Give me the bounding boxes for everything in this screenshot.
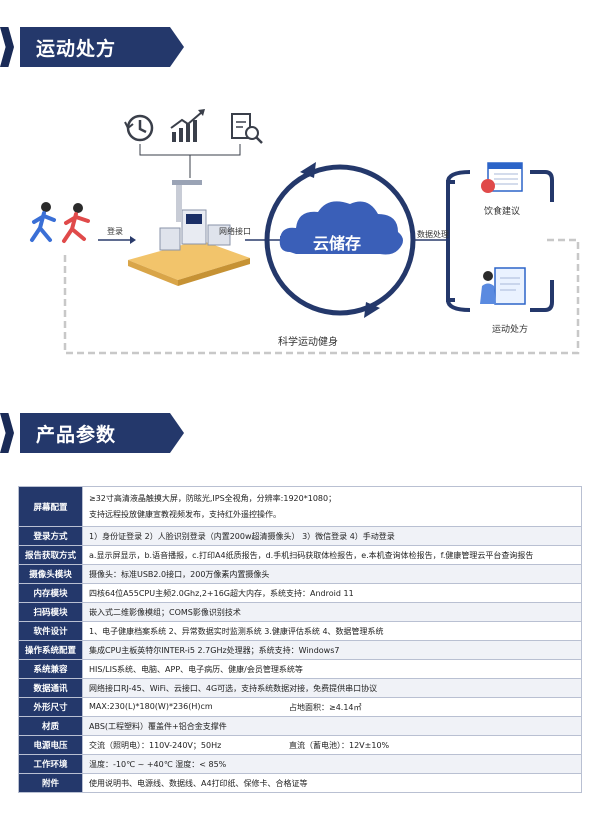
table-row: 扫码模块 嵌入式二维影像模组；COMS影像识别技术 [18, 602, 582, 622]
spec-key: 软件设计 [18, 621, 83, 641]
spec-key: 屏幕配置 [18, 486, 83, 527]
section-title: 运动处方 [36, 38, 117, 60]
section-banner-params: 产品参数 [0, 413, 184, 453]
table-row: 工作环境 温度：-10℃ ~ +40℃ 湿度：< 85% [18, 754, 582, 774]
table-row: 登录方式 1）身份证登录 2）人脸识别登录（内置200w超清摄像头） 3）微信登… [18, 526, 582, 546]
diet-advice-label: 饮食建议 [484, 207, 521, 217]
table-row: 软件设计 1、电子健康档案系统 2、异常数据实时监测系统 3.健康评估系统 4、… [18, 621, 582, 641]
spec-value: 网络接口RJ-45、WiFi、云接口、4G可选，支持系统数据对接，免费提供串口协… [82, 678, 582, 698]
table-row: 系统兼容 HIS/LIS系统、电脑、APP、电子病历、健康/会员管理系统等 [18, 659, 582, 679]
spec-value-part: 交流（照明电）：110V-240V；50Hz [89, 740, 222, 750]
spec-value: 1）身份证登录 2）人脸识别登录（内置200w超清摄像头） 3）微信登录 4）手… [82, 526, 582, 546]
table-row: 摄像头模块 摄像头：标准USB2.0接口，200万像素内置摄像头 [18, 564, 582, 584]
spec-value: MAX:230(L)*180(W)*236(H)cm 占地面积：≥4.14㎡ [82, 697, 582, 717]
growth-chart-icon [170, 109, 205, 142]
spec-value: ≥32寸高清液晶触摸大屏，防眩光,IPS全视角，分辨率:1920*1080； 支… [82, 486, 582, 527]
calendar-diet-icon [481, 162, 523, 193]
cloud-storage-label: 云储存 [313, 234, 362, 253]
exercise-prescription-label: 运动处方 [492, 325, 529, 335]
spec-value: HIS/LIS系统、电脑、APP、电子病历、健康/会员管理系统等 [82, 659, 582, 679]
banner-accent [0, 27, 14, 67]
data-processing-label: 数据处理 [417, 230, 449, 239]
table-row: 内存模块 四核64位A55CPU主频2.0Ghz,2+16G超大内存，系统支持：… [18, 583, 582, 603]
spec-key: 系统兼容 [18, 659, 83, 679]
table-row: 报告获取方式 a.显示屏显示，b.语音播报，c.打印A4纸质报告，d.手机扫码获… [18, 545, 582, 565]
spec-key: 外形尺寸 [18, 697, 83, 717]
spec-value-line: ≥32寸高清液晶触摸大屏，防眩光,IPS全视角，分辨率:1920*1080； [89, 493, 337, 503]
cloud-shape [279, 201, 403, 255]
table-row: 外形尺寸 MAX:230(L)*180(W)*236(H)cm 占地面积：≥4.… [18, 697, 582, 717]
dashed-loop-line [63, 238, 580, 355]
spec-key: 内存模块 [18, 583, 83, 603]
table-row: 附件 使用说明书、电源线、数据线、A4打印纸、保修卡、合格证等 [18, 773, 582, 793]
spec-key: 扫码模块 [18, 602, 83, 622]
spec-key: 报告获取方式 [18, 545, 83, 565]
table-row: 电源电压 交流（照明电）：110V-240V；50Hz 直流（蓄电池）：12V±… [18, 735, 582, 755]
spec-value-part: 占地面积：≥4.14㎡ [289, 702, 362, 712]
section-banner-exercise: 运动处方 [0, 27, 184, 67]
runners-icon [30, 202, 90, 243]
spec-value: 交流（照明电）：110V-240V；50Hz 直流（蓄电池）：12V±10% [82, 735, 582, 755]
network-label: 网络接口 [219, 227, 251, 236]
spec-value-part: MAX:230(L)*180(W)*236(H)cm [89, 701, 213, 711]
spec-key: 工作环境 [18, 754, 83, 774]
spec-value: 集成CPU主板英特尔INTER-i5 2.7GHz处理器；系统支持：Window… [82, 640, 582, 660]
spec-value: 四核64位A55CPU主频2.0Ghz,2+16G超大内存，系统支持：Andro… [82, 583, 582, 603]
banner-bar [20, 27, 184, 67]
spec-table: 屏幕配置 ≥32寸高清液晶触摸大屏，防眩光,IPS全视角，分辨率:1920*10… [18, 486, 582, 793]
spec-value: 摄像头：标准USB2.0接口，200万像素内置摄像头 [82, 564, 582, 584]
spec-value-line: 支持远程投放健康宣教视频发布，支持红外遥控操作。 [89, 509, 281, 519]
spec-value: 嵌入式二维影像模组；COMS影像识别技术 [82, 602, 582, 622]
report-search-icon [231, 113, 263, 144]
spec-key: 材质 [18, 716, 83, 736]
spec-key: 操作系统配置 [18, 640, 83, 660]
banner-bar [20, 413, 184, 453]
table-row: 屏幕配置 ≥32寸高清液晶触摸大屏，防眩光,IPS全视角，分辨率:1920*10… [18, 486, 582, 527]
spec-value: 1、电子健康档案系统 2、异常数据实时监测系统 3.健康评估系统 4、数据管理系… [82, 621, 582, 641]
login-label: 登录 [107, 227, 123, 236]
table-row: 材质 ABS(工程塑料）覆盖件+铝合金支撑件 [18, 716, 582, 736]
section-title: 产品参数 [36, 424, 117, 446]
table-row: 操作系统配置 集成CPU主板英特尔INTER-i5 2.7GHz处理器；系统支持… [18, 640, 582, 660]
health-station-icon [128, 180, 250, 286]
spec-value-part: 直流（蓄电池）：12V±10% [289, 740, 390, 750]
spec-key: 附件 [18, 773, 83, 793]
scientific-exercise-label: 科学运动健身 [278, 337, 338, 348]
table-row: 数据通讯 网络接口RJ-45、WiFi、云接口、4G可选，支持系统数据对接，免费… [18, 678, 582, 698]
doctor-prescription-icon [480, 267, 526, 305]
spec-value: 温度：-10℃ ~ +40℃ 湿度：< 85% [82, 754, 582, 774]
exercise-flow-diagram: 云储存 登录 网络接口 数据处理 饮食建议 运动处方 科学运动健身 [0, 100, 600, 375]
spec-key: 登录方式 [18, 526, 83, 546]
spec-value: ABS(工程塑料）覆盖件+铝合金支撑件 [82, 716, 582, 736]
cycle-ring [264, 164, 416, 316]
clock-history-icon [124, 114, 154, 142]
banner-accent [0, 413, 14, 453]
diagram-canvas [30, 109, 580, 355]
spec-key: 摄像头模块 [18, 564, 83, 584]
spec-key: 电源电压 [18, 735, 83, 755]
spec-value: a.显示屏显示，b.语音播报，c.打印A4纸质报告，d.手机扫码获取体检报告，e… [82, 545, 582, 565]
spec-value: 使用说明书、电源线、数据线、A4打印纸、保修卡、合格证等 [82, 773, 582, 793]
spec-key: 数据通讯 [18, 678, 83, 698]
